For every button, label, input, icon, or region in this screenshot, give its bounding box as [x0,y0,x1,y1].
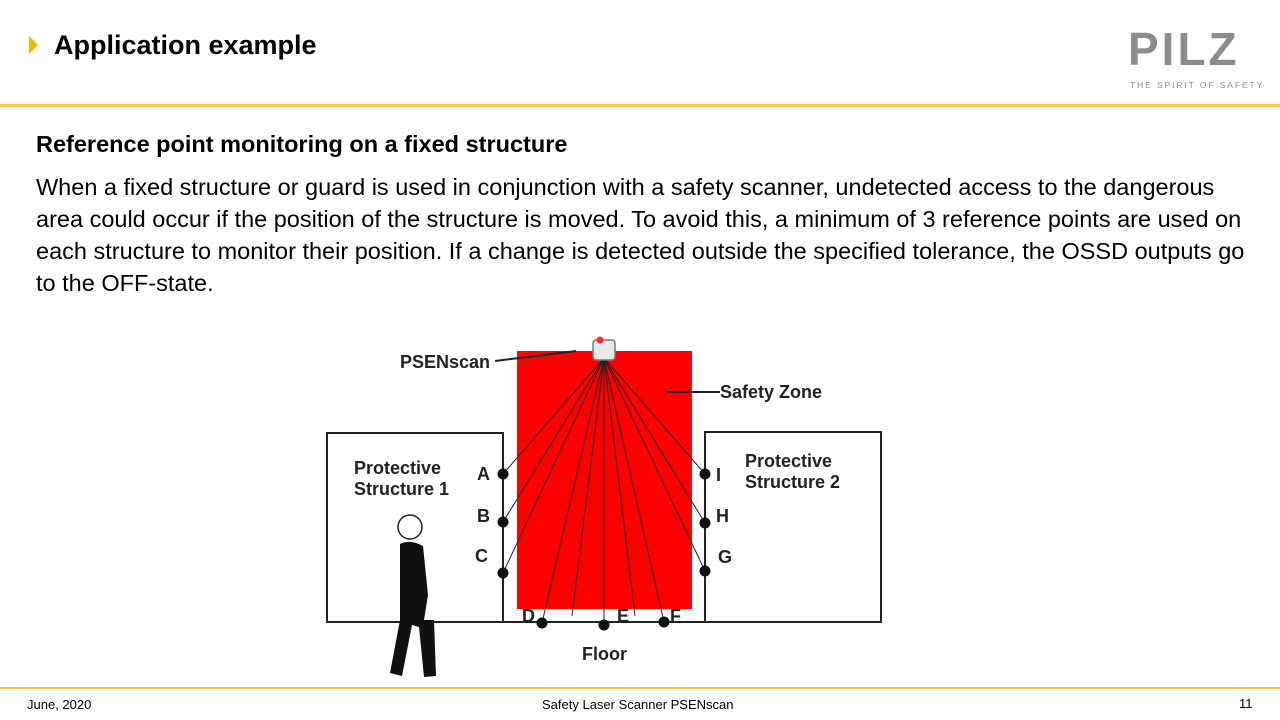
point-label-h: H [716,506,729,526]
slide-title: Application example [54,30,317,60]
point-label-f: F [670,606,681,626]
diagram-drawing [326,336,882,677]
structure-2-label: Protective Structure 2 [745,451,841,492]
point-label-c: C [475,546,488,566]
body-paragraph: When a fixed structure or guard is used … [36,174,1245,296]
protective-structure-2 [704,431,882,623]
footer-divider [0,687,1280,689]
reference-point-markers [497,468,711,631]
application-diagram: PSENscan Safety Zone Protective Structur… [320,320,900,686]
floor-label: Floor [582,644,627,664]
safety-zone-label: Safety Zone [720,382,823,402]
footer-title: Safety Laser Scanner PSENscan [542,697,734,712]
person-figure-icon [390,514,436,677]
page-number: 11 [1239,696,1253,711]
point-label-b: B [477,506,490,526]
point-label-g: G [718,547,733,567]
scanner-label: PSENscan [400,352,491,372]
logo-wordmark: PILZ [1128,23,1240,75]
scanner-beams [502,357,706,625]
header-divider [0,104,1280,107]
point-label-i: I [716,465,722,485]
scanner-label-leader [494,350,577,362]
footer-date: June, 2020 [27,697,92,712]
logo-tagline: THE SPIRIT OF SAFETY [1130,80,1265,90]
slide-header: Application example PILZ THE SPIRIT OF S… [0,0,1280,107]
section-subtitle: Reference point monitoring on a fixed st… [36,131,568,157]
point-label-d: D [522,606,535,626]
pilz-logo: PILZ THE SPIRIT OF SAFETY [1126,26,1262,92]
point-label-e: E [617,606,630,626]
structure-1-label: Protective Structure 1 [354,458,450,499]
title-arrow-icon [29,36,38,54]
psenscan-device-icon [592,336,616,361]
point-label-a: A [477,464,490,484]
